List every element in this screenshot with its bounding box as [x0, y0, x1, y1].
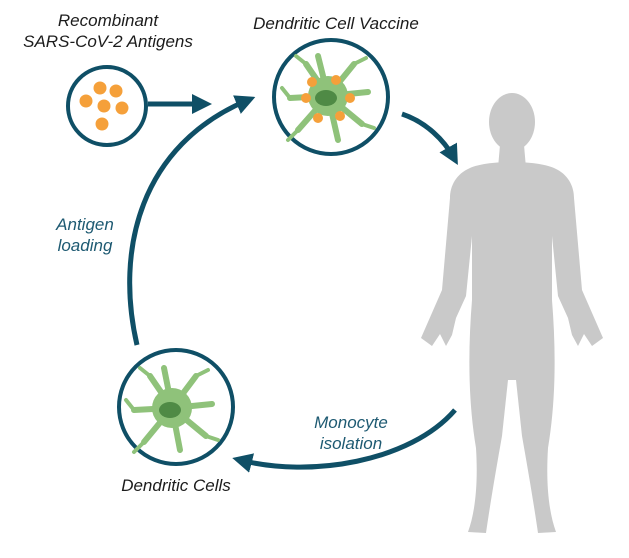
antigen-particle	[95, 117, 109, 131]
vaccine-to-body-arrow	[401, 111, 458, 165]
human-body-icon	[421, 93, 603, 533]
antigen-particle	[97, 99, 111, 113]
antigen-particle	[79, 94, 93, 108]
dendritic-cells-label-text: Dendritic Cells	[121, 476, 231, 495]
antigen-particle	[115, 101, 129, 115]
monocyte-isolation-label-line2: isolation	[319, 434, 383, 453]
antigen-particle	[345, 93, 355, 103]
antigen-particle	[307, 77, 317, 87]
antigens-label-line2: SARS-CoV-2 Antigens	[23, 32, 193, 51]
antigen-particle	[313, 113, 323, 123]
monocyte-isolation-arrow	[232, 408, 457, 473]
antigen-loading-label: Antigen loading	[40, 214, 130, 256]
antigens-label: Recombinant SARS-CoV-2 Antigens	[8, 10, 208, 52]
antigen-particle	[301, 93, 311, 103]
antigen-particle	[335, 111, 345, 121]
antigens-icon	[66, 65, 148, 147]
monocyte-isolation-label: Monocyte isolation	[296, 412, 406, 454]
antigen-loading-arrow	[127, 95, 256, 346]
antigen-loading-label-line1: Antigen	[56, 215, 114, 234]
dendritic-cells-icon	[117, 348, 235, 466]
antigen-particle	[331, 75, 341, 85]
antigen-particle	[93, 81, 107, 95]
antigens-label-line1: Recombinant	[57, 11, 159, 30]
dendritic-cells-label: Dendritic Cells	[96, 475, 256, 496]
monocyte-isolation-label-line1: Monocyte	[314, 413, 388, 432]
antigen-particle	[109, 84, 123, 98]
vaccine-label-text: Dendritic Cell Vaccine	[253, 14, 419, 33]
dendritic-cell-vaccine-icon	[272, 38, 390, 156]
antigen-loading-label-line2: loading	[57, 236, 113, 255]
vaccine-label: Dendritic Cell Vaccine	[236, 13, 436, 34]
